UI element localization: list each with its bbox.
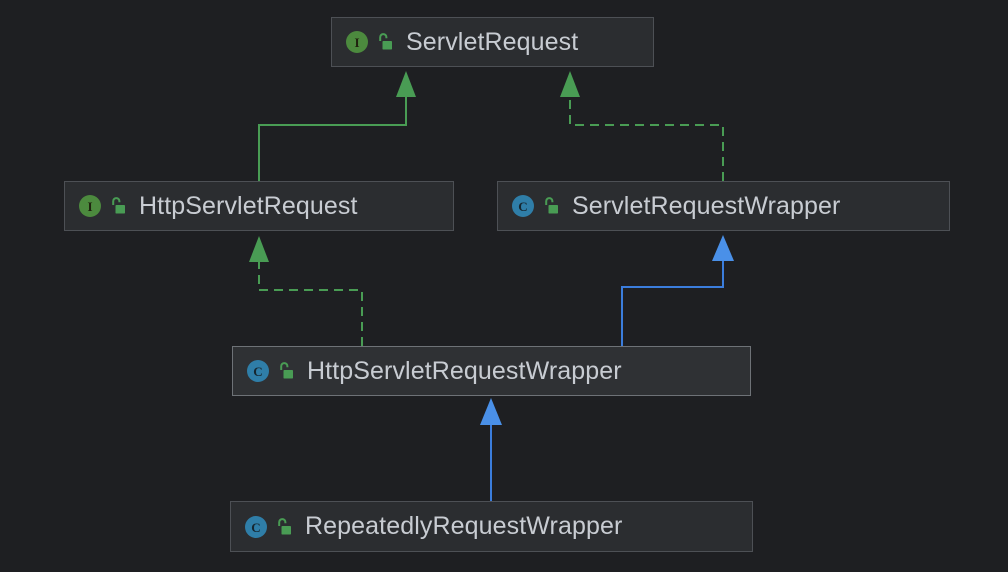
interface-icon: I — [344, 29, 370, 55]
unlocked-padlock-icon — [109, 196, 127, 216]
node-repeatedly-request-wrapper[interactable]: C RepeatedlyRequestWrapper — [230, 501, 753, 552]
edge-http-servlet-request-wrapper-to-servlet-request-wrapper — [621, 235, 734, 346]
interface-icon: I — [77, 193, 103, 219]
svg-text:C: C — [253, 364, 262, 379]
svg-text:C: C — [518, 199, 527, 214]
edge-http-servlet-request-to-servlet-request — [258, 71, 416, 181]
node-http-servlet-request[interactable]: I HttpServletRequest — [64, 181, 454, 231]
node-label: RepeatedlyRequestWrapper — [305, 512, 623, 540]
node-label: ServletRequestWrapper — [572, 191, 841, 220]
class-icon: C — [245, 358, 271, 384]
svg-text:I: I — [354, 35, 359, 50]
edge-repeatedly-request-wrapper-to-http-servlet-request-wrapper — [480, 398, 502, 501]
class-icon: C — [510, 193, 536, 219]
node-servlet-request-wrapper[interactable]: C ServletRequestWrapper — [497, 181, 950, 231]
svg-text:C: C — [251, 520, 260, 535]
svg-text:I: I — [87, 199, 92, 214]
edge-servlet-request-wrapper-to-servlet-request — [560, 71, 724, 181]
node-servlet-request[interactable]: I ServletRequest — [331, 17, 654, 67]
class-icon: C — [243, 514, 269, 540]
unlocked-padlock-icon — [542, 196, 560, 216]
unlocked-padlock-icon — [376, 32, 394, 52]
unlocked-padlock-icon — [277, 361, 295, 381]
unlocked-padlock-icon — [275, 517, 293, 537]
node-label: HttpServletRequestWrapper — [307, 356, 622, 385]
edge-http-servlet-request-wrapper-to-http-servlet-request — [249, 236, 363, 346]
node-http-servlet-request-wrapper[interactable]: C HttpServletRequestWrapper — [232, 346, 751, 396]
node-label: ServletRequest — [406, 27, 579, 56]
node-label: HttpServletRequest — [139, 191, 358, 220]
